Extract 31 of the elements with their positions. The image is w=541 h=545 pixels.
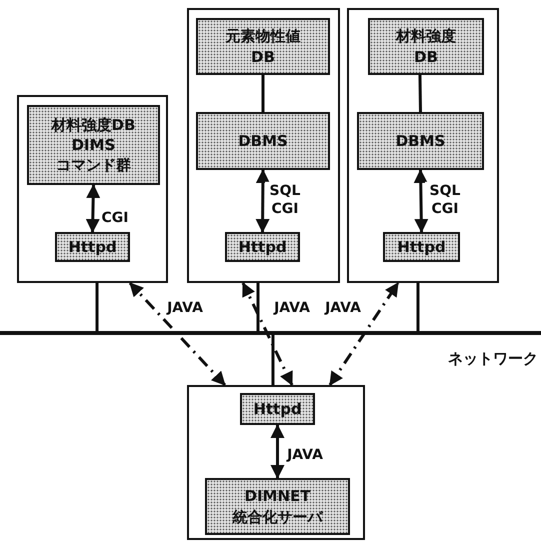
- module-box: Httpd: [55, 232, 130, 262]
- arrow: [256, 169, 270, 233]
- module-box: Httpd: [225, 232, 300, 262]
- module-box: DIMNET 統合化サーバ: [205, 478, 350, 535]
- connector-line: [262, 75, 264, 112]
- edge-label: JAVA: [272, 298, 312, 318]
- arrow: [414, 169, 428, 233]
- arrow: [270, 424, 284, 479]
- module-box: DBMS: [357, 112, 484, 170]
- connector-line: [416, 283, 420, 331]
- connector-line: [271, 335, 274, 385]
- arrow: [86, 184, 100, 233]
- arrow: [128, 282, 226, 386]
- module-box: 材料強度DB DIMS コマンド群: [27, 105, 160, 185]
- module-box: 材料強度 DB: [368, 18, 484, 75]
- module-box: Httpd: [240, 393, 315, 425]
- module-box: Httpd: [383, 232, 460, 262]
- edge-label: JAVA: [323, 298, 363, 318]
- server-box: [187, 385, 365, 540]
- server-box: [187, 8, 340, 283]
- module-box: DBMS: [196, 112, 330, 170]
- server-box: [347, 8, 499, 283]
- edge-label: JAVA: [165, 298, 205, 318]
- module-box: 元素物性値 DB: [196, 18, 330, 75]
- edge-label: JAVA: [285, 446, 325, 464]
- server-box: [17, 95, 168, 283]
- arrow: [328, 282, 400, 386]
- connector-line: [256, 283, 260, 331]
- connector-line: [96, 283, 99, 331]
- arrow: [242, 282, 294, 386]
- connector-line: [418, 74, 422, 112]
